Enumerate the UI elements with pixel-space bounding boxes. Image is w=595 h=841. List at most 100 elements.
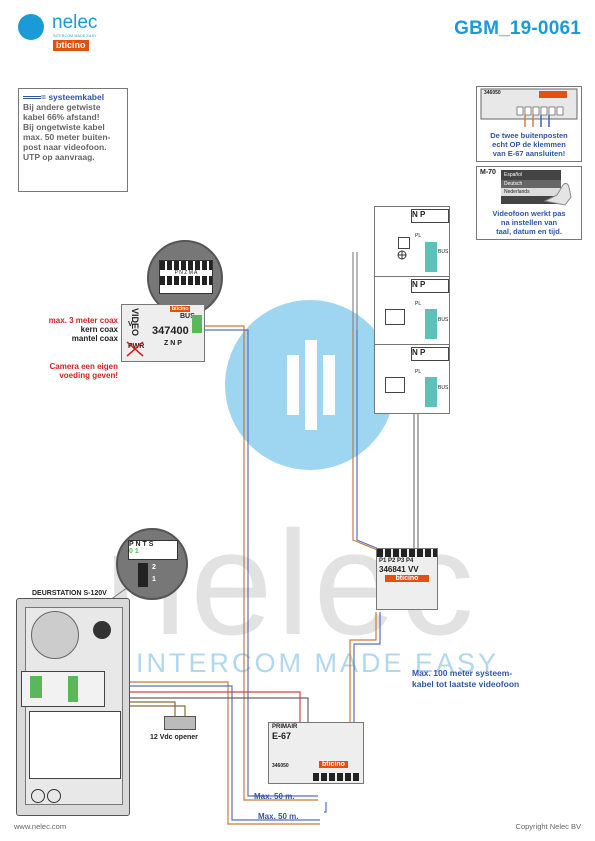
pwr-label: PWR: [128, 343, 145, 350]
module-code: 346050: [272, 763, 289, 769]
nelec-logo-icon: [18, 14, 44, 40]
camera-power-note: Camera een eigen: [49, 362, 118, 371]
language-option: Nederlands: [501, 188, 561, 196]
m70-caption: Videofoon werkt pas na instellen van taa…: [477, 209, 581, 236]
cable-note: = systeemkabel Bij andere getwiste kabel…: [18, 88, 128, 192]
port-labels: P1 P2 P3 P4: [379, 558, 414, 564]
camera-terminal-zoom: P N Z M A: [147, 240, 223, 316]
pl-label: PL: [415, 369, 422, 375]
partner-logo: bticino: [385, 575, 429, 582]
watermark-logo-icon: [287, 340, 335, 430]
v-label: V -: [128, 321, 137, 328]
e67-terminal-illustration: [480, 88, 578, 127]
lower-terminals: Z N P: [164, 340, 182, 347]
distance-label-2: Max. 50 m.: [258, 812, 299, 821]
terminal-screws: [313, 773, 361, 781]
hand-pointer-icon: [543, 182, 572, 206]
n-label: N: [412, 348, 418, 357]
pl-label: PL: [415, 301, 422, 307]
name-card-area: [29, 711, 121, 779]
opener-label: 12 Vdc opener: [150, 734, 198, 741]
terminal-block: [68, 676, 78, 702]
p-label: P: [420, 210, 426, 219]
bus-label: BUS: [438, 249, 449, 255]
system-cable-symbol: [23, 96, 41, 100]
module-code: 346050: [484, 90, 501, 96]
footer-url: www.nelec.com: [14, 822, 67, 831]
caption-line: De twee buitenposten: [490, 131, 568, 140]
note-line: Bij andere getwiste: [23, 102, 101, 112]
terminal-labels: P N T S: [129, 541, 154, 548]
videophone-2: N P PL BUS: [374, 276, 450, 346]
button-icon: [47, 789, 61, 803]
distributor-module: P1 P2 P3 P4 346841 VV bticino: [376, 548, 438, 610]
door-station: [16, 598, 130, 816]
note-line: = systeemkabel: [41, 92, 105, 102]
partner-logo: bticino: [170, 306, 191, 312]
brand-tagline: INTERCOM MADE EASY: [53, 34, 97, 38]
terminal-caption: De twee buitenposten echt OP de klemmen …: [477, 131, 581, 158]
door-terminal-zoom: P N T S 0 1 2 1: [116, 528, 188, 600]
note-line: kabel 66% afstand!: [23, 112, 100, 122]
videophone-screen: [385, 377, 405, 393]
note-line: max. 50 meter buiten-: [23, 132, 111, 142]
core-coax-note: kern coax: [80, 325, 118, 334]
terminal-labels: P N Z M A: [174, 270, 198, 276]
caption-line: van E-67 aansluiten!: [492, 149, 566, 158]
bus-label: BUS: [180, 313, 195, 320]
distance-label-4: kabel tot laatste videofoon: [412, 679, 520, 689]
psu-model: E-67: [272, 731, 292, 741]
videophone-3: N P PL BUS: [374, 344, 450, 414]
caption-line: na instellen van: [500, 218, 558, 227]
m70-panel: M-70 Español Deutsch Nederlands Videofoo…: [476, 166, 582, 240]
caption-line: Videofoon werkt pas: [492, 209, 566, 218]
module-number: 347400: [152, 325, 189, 337]
distance-label-1: Max. 50 m.: [254, 792, 295, 801]
zoom-terminal-block: P N T S 0 1: [128, 540, 178, 560]
speaker-icon: [31, 611, 79, 659]
bus-terminal: [425, 242, 437, 272]
camera-power-note: voeding geven!: [59, 371, 118, 380]
bus-terminal: [192, 315, 202, 333]
language-option: Deutsch: [501, 180, 561, 188]
terminal-values: 0 1: [129, 548, 139, 555]
caption-line: echt OP de klemmen: [492, 140, 566, 149]
brand-name: nelec: [52, 12, 98, 33]
videophone-device: [398, 237, 410, 249]
p-label: P: [420, 348, 426, 357]
terminal-strip: [21, 671, 105, 707]
terminal-block: [30, 676, 42, 698]
button-icon: [31, 789, 45, 803]
caption-line: taal, datum en tijd.: [496, 227, 562, 236]
language-option: Español: [504, 172, 523, 178]
p-label: P: [420, 280, 426, 289]
note-line: post naar videofoon.: [23, 142, 107, 152]
np-terminals: N P: [411, 209, 449, 223]
videophone-1: N P PL BUS: [374, 206, 450, 278]
terminal-screws: [160, 276, 212, 285]
door-station-label: DEURSTATION S-120V: [32, 590, 107, 597]
n-label: N: [412, 280, 418, 289]
note-line: UTP op aanvraag.: [23, 152, 95, 162]
partner-logo: bticino: [319, 761, 348, 768]
e67-terminal-panel: 346050 De twee buitenposten echt OP de k…: [476, 86, 582, 162]
pwr-cross-icon: [126, 341, 144, 357]
np-terminals: N P: [411, 279, 449, 293]
switch-label: 1: [152, 576, 156, 583]
page-title: GBM_19-0061: [454, 18, 581, 39]
np-terminals: N P: [411, 347, 449, 361]
shield-coax-note: mantel coax: [71, 334, 118, 343]
handset-icon: [397, 247, 407, 260]
switch-label: 2: [152, 564, 156, 571]
watermark-tagline: INTERCOM MADE EASY: [136, 648, 500, 678]
distance-label-3: Max. 100 meter systeem-: [412, 668, 513, 678]
videophone-screen: [385, 309, 405, 325]
bus-terminal: [425, 309, 437, 339]
terminal-screws: [377, 549, 437, 557]
m70-label: M-70: [480, 169, 496, 176]
primary-label: PRIMAIR: [272, 724, 298, 730]
n-label: N: [412, 210, 418, 219]
coax-note: max. 3 meter coax: [48, 316, 118, 325]
partner-logo: bticino: [53, 40, 89, 51]
note-line: Bij ongetwiste kabel: [23, 122, 105, 132]
